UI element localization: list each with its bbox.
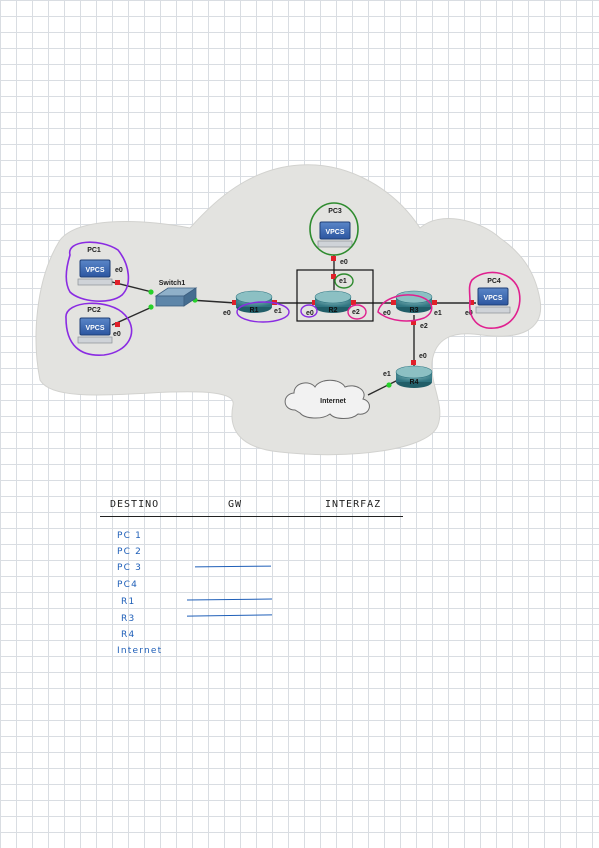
pc2-e0-label: e0 <box>113 331 121 338</box>
monitor-icon <box>477 287 509 306</box>
router-icon <box>395 290 433 304</box>
r3-e2-label: e2 <box>420 323 428 330</box>
table-row-pc4: PC4 <box>117 580 139 590</box>
port-pc4-e0 <box>469 300 474 305</box>
annotations <box>65 202 521 356</box>
internet-cloud[interactable]: Internet <box>284 379 370 419</box>
pc4-e0-label: e0 <box>465 310 473 317</box>
cloud-icon <box>284 379 370 419</box>
r1-label: R1 <box>250 307 259 314</box>
port-r3-e1 <box>432 300 437 305</box>
r2-e1-green-circle <box>334 273 354 289</box>
pc4-magenta-loop <box>468 271 521 329</box>
port-r4-e0 <box>411 360 416 365</box>
r4-node[interactable]: R4 e0 e1 <box>383 353 433 388</box>
port-r2-e0 <box>312 300 317 305</box>
r2-e2-magenta-circle <box>347 304 367 320</box>
r3-magenta-loop <box>377 294 433 322</box>
table-row-pc2: PC 2 <box>117 547 143 557</box>
r3-node[interactable]: R3 e0 e1 e2 <box>383 290 442 330</box>
r1-e0-label: e0 <box>223 310 231 317</box>
pc3-node[interactable]: VPCS PC3 e0 <box>317 208 353 266</box>
table-row-r3: R3 <box>121 614 136 624</box>
table-header-interfaz: INTERFAZ <box>325 499 382 510</box>
port-pc1-e0 <box>115 280 120 285</box>
port-pc3-e0 <box>331 256 336 261</box>
port-switch1-b <box>148 304 154 310</box>
r4-label: R4 <box>410 379 419 386</box>
internet-label: Internet <box>320 398 346 405</box>
table-row-pc1: PC 1 <box>117 531 143 541</box>
pc2-label: PC2 <box>87 307 101 314</box>
r2-e1-label: e1 <box>339 278 347 285</box>
link-r4-internet <box>367 379 399 396</box>
r4-e1-label: e1 <box>383 371 391 378</box>
port-r1-e0 <box>232 300 237 305</box>
table-row-r1: R1 <box>121 597 136 607</box>
svg-text:VPCS: VPCS <box>85 325 104 332</box>
r4-e0-label: e0 <box>419 353 427 360</box>
port-r3-e0 <box>391 300 396 305</box>
monitor-icon <box>79 259 111 278</box>
r3-e0-label: e0 <box>383 310 391 317</box>
pc4-label: PC4 <box>487 278 501 285</box>
pc3-green-circle <box>309 202 359 256</box>
router-icon <box>235 290 273 304</box>
pc3-e0-label: e0 <box>340 259 348 266</box>
r1-e1-label: e1 <box>274 308 282 315</box>
r1-purple-loop <box>236 301 290 323</box>
r2-e2-label: e2 <box>352 309 360 316</box>
port-r3-e2 <box>411 320 416 325</box>
port-switch1-a <box>148 289 154 295</box>
table-row-pc3: PC 3 <box>117 563 143 573</box>
switch1-node[interactable]: Switch1 <box>154 280 198 307</box>
pc1-purple-loop <box>65 241 130 302</box>
svg-text:VPCS: VPCS <box>483 295 502 302</box>
switch1-label: Switch1 <box>159 280 186 287</box>
svg-text:VPCS: VPCS <box>325 229 344 236</box>
r2-label: R2 <box>329 307 338 314</box>
pc1-e0-label: e0 <box>115 267 123 274</box>
table-row-r4: R4 <box>121 630 136 640</box>
table-header-gw: GW <box>228 499 243 510</box>
pc2-node[interactable]: VPCS PC2 e0 <box>77 307 121 344</box>
r2-e0-purple-circle <box>300 304 318 318</box>
table-row-internet: Internet <box>117 646 163 656</box>
port-r4-e1 <box>386 382 392 388</box>
monitor-icon <box>79 317 111 336</box>
r2-highlight-box <box>296 269 374 322</box>
r2-e0-label: e0 <box>306 310 314 317</box>
pc2-purple-loop <box>65 302 133 356</box>
r3-e1-label: e1 <box>434 310 442 317</box>
pc4-node[interactable]: VPCS PC4 e0 <box>465 278 511 317</box>
table-header-destino: DESTINO <box>110 499 160 510</box>
svg-text:VPCS: VPCS <box>85 267 104 274</box>
port-pc2-e0 <box>115 322 120 327</box>
port-r2-e1 <box>331 274 336 279</box>
pc1-node[interactable]: VPCS PC1 e0 <box>77 247 123 286</box>
port-markers <box>115 256 474 388</box>
pc3-label: PC3 <box>328 208 342 215</box>
router-icon <box>395 365 433 379</box>
link-switch1-r1 <box>189 299 237 304</box>
r1-node[interactable]: R1 e0 e1 <box>223 290 282 317</box>
monitor-icon <box>319 221 351 240</box>
router-icon <box>314 290 352 304</box>
r3-label: R3 <box>410 307 419 314</box>
pc1-label: PC1 <box>87 247 101 254</box>
table-header-underline <box>100 516 403 517</box>
port-r2-e2 <box>351 300 356 305</box>
r2-node[interactable]: R2 e0 e2 e1 <box>306 278 360 317</box>
